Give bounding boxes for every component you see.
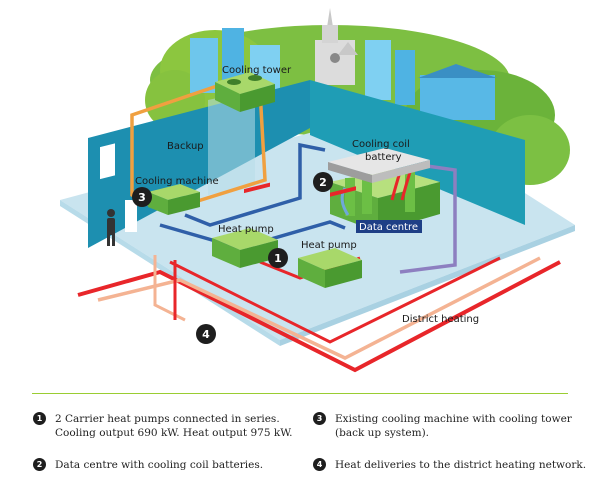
- label-cooling-coil-battery-line1: Cooling coil: [352, 139, 410, 150]
- backup-pipe-right: [184, 89, 267, 207]
- svg-text:2: 2: [319, 176, 327, 189]
- legend-text-3-line2: (back up system).: [335, 427, 430, 439]
- legend-text-1-line1: 2 Carrier heat pumps connected in series…: [55, 413, 280, 425]
- legend-text-3-line1: Existing cooling machine with cooling to…: [335, 413, 572, 425]
- person-figure: [107, 209, 115, 246]
- legend-badge-2: 2: [33, 458, 46, 471]
- legend-badge-1: 1: [33, 412, 46, 425]
- legend-text-3: Existing cooling machine with cooling to…: [335, 412, 572, 440]
- marker-3: 3: [132, 187, 152, 207]
- label-cooling-machine: Cooling machine: [135, 176, 219, 187]
- ground-edge: [280, 225, 575, 346]
- legend-badge-3: 3: [313, 412, 326, 425]
- cold-pipe-lower: [159, 220, 346, 250]
- legend-text-1-line2: Cooling output 690 kW. Heat output 975 k…: [55, 427, 293, 439]
- wall-right: [310, 80, 525, 225]
- glass-panel: [208, 90, 255, 195]
- data-centre-block: [330, 168, 440, 233]
- cooling-coil-battery: [328, 148, 430, 183]
- district-heating-diagram: 1 2 3 4 Cooling tower Backup Cooling coi…: [60, 8, 575, 373]
- data-centre-return-pipe: [399, 163, 457, 274]
- divider-line: [32, 393, 568, 394]
- legend-text-4: Heat deliveries to the district heating …: [335, 459, 587, 471]
- legend-badge-4: 4: [313, 458, 326, 471]
- heat-pump-2: [298, 186, 362, 288]
- label-cooling-tower: Cooling tower: [222, 65, 292, 76]
- label-data-centre: Data centre: [359, 222, 418, 233]
- district-heating-pipe-outer: [77, 260, 561, 373]
- cooling-tower: [215, 72, 275, 112]
- district-heating-pipe-inner: [169, 256, 501, 344]
- cold-pipe-loop: [184, 142, 326, 227]
- label-backup: Backup: [167, 141, 204, 152]
- svg-text:3: 3: [138, 191, 146, 204]
- label-district-heating: District heating: [402, 314, 479, 325]
- svg-text:1: 1: [274, 252, 282, 265]
- legend-text-2: Data centre with cooling coil batteries.: [55, 459, 264, 471]
- label-heat-pump-1: Heat pump: [218, 224, 274, 235]
- legend-text-1: 2 Carrier heat pumps connected in series…: [55, 412, 293, 440]
- cooling-machine: [148, 184, 200, 215]
- svg-text:4: 4: [202, 328, 210, 341]
- district-heating-return-pipe: [97, 256, 541, 360]
- marker-1: 1: [268, 248, 288, 268]
- marker-2: 2: [313, 172, 333, 192]
- label-cooling-coil-battery-line2: battery: [365, 152, 402, 163]
- data-centre-label-bg: [356, 220, 422, 233]
- label-heat-pump-2: Heat pump: [301, 240, 357, 251]
- marker-4: 4: [196, 324, 216, 344]
- heat-pump-1: [212, 182, 278, 268]
